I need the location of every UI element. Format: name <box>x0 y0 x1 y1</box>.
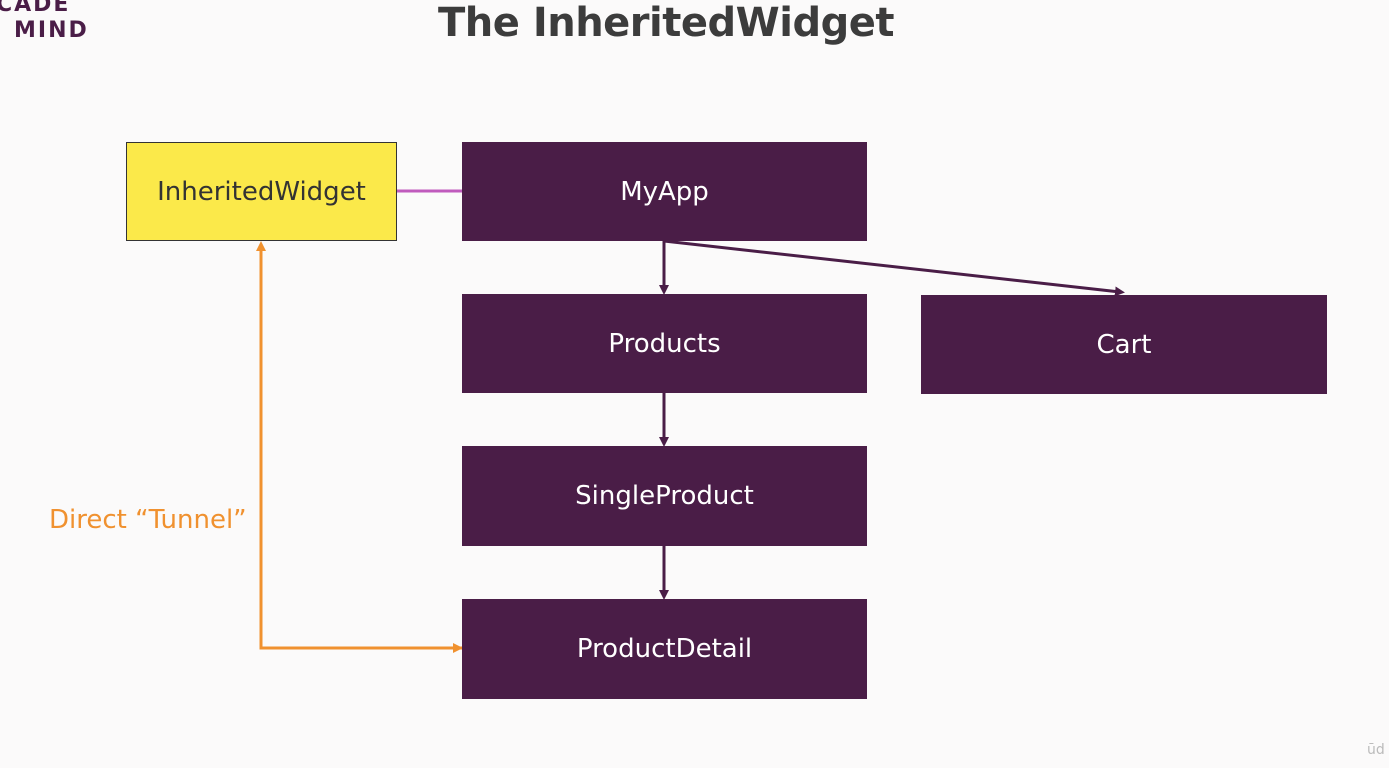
node-products-label: Products <box>608 328 721 359</box>
slide-title: The InheritedWidget <box>438 0 894 46</box>
node-productdetail-label: ProductDetail <box>576 634 753 664</box>
node-inheritedwidget: InheritedWidget <box>126 142 397 241</box>
node-singleproduct-label: SingleProduct <box>575 481 754 511</box>
node-cart: Cart <box>921 295 1327 394</box>
node-inheritedwidget-label: InheritedWidget <box>157 176 366 207</box>
arrow-myapp-cart <box>663 239 1125 297</box>
node-products: Products <box>462 294 867 393</box>
watermark-icon: ūd <box>1367 742 1385 758</box>
node-singleproduct: SingleProduct <box>462 446 867 546</box>
tunnel-path <box>256 241 462 650</box>
node-myapp: MyApp <box>462 142 867 241</box>
brand-logo: CADE MIND <box>0 0 89 44</box>
node-productdetail: ProductDetail <box>462 599 867 699</box>
tunnel-label: Direct “Tunnel” <box>49 505 247 535</box>
node-cart-label: Cart <box>1096 329 1152 360</box>
logo-line-2: MIND <box>14 18 89 43</box>
logo-line-1: CADE <box>0 0 71 17</box>
node-myapp-label: MyApp <box>620 176 709 207</box>
